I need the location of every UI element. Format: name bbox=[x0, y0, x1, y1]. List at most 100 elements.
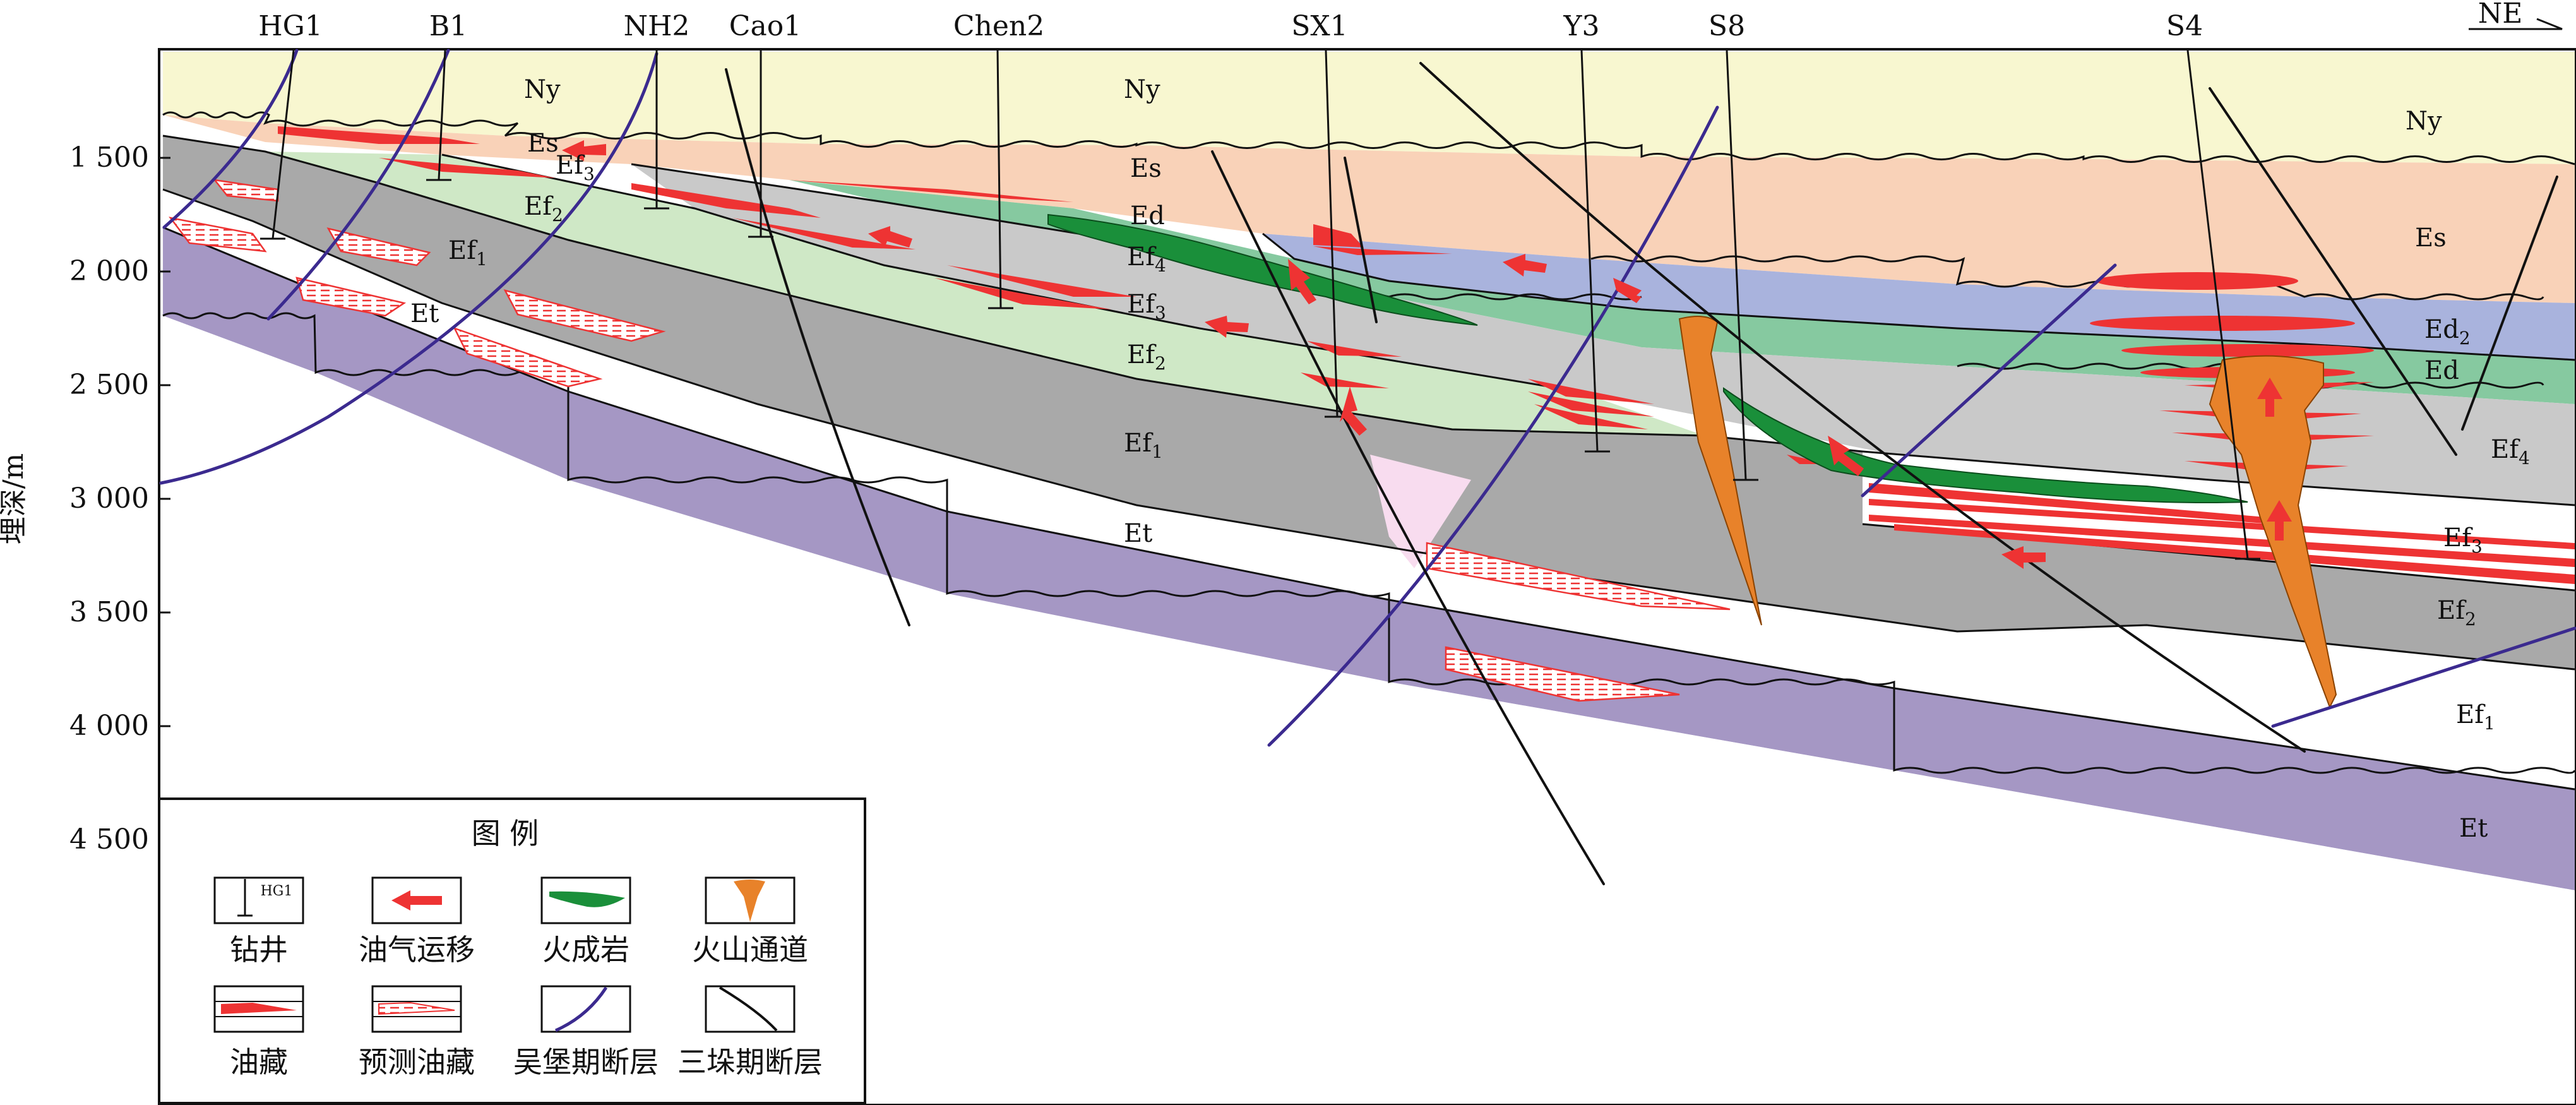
igneous-rock bbox=[1047, 213, 1478, 326]
legend-label: 预测油藏 bbox=[359, 1045, 475, 1079]
oil-reservoir bbox=[2096, 272, 2298, 290]
oil-reservoir bbox=[934, 278, 1111, 309]
sanduo-fault bbox=[1344, 157, 1378, 323]
oil-reservoir bbox=[631, 183, 821, 218]
igneous-icon bbox=[549, 891, 625, 907]
migration-arrow bbox=[562, 140, 606, 161]
layer-ef4 bbox=[631, 164, 2575, 505]
depth-label: 2 000 bbox=[69, 255, 149, 287]
predicted-reservoirs bbox=[169, 179, 1731, 702]
legend-swatch bbox=[540, 985, 631, 1033]
label-et: Et bbox=[410, 299, 439, 328]
depth-label: 3 000 bbox=[69, 482, 149, 515]
wubao-fault bbox=[162, 49, 299, 229]
migration-arrow bbox=[2257, 378, 2282, 417]
label-ed1: Ed bbox=[2424, 356, 2459, 385]
well-label-b1: B1 bbox=[429, 10, 467, 42]
legend-label: 三垛期断层 bbox=[677, 1045, 823, 1079]
sanduo-fault bbox=[2209, 87, 2457, 456]
volcanic-conduit bbox=[1678, 316, 1762, 626]
migration-arrow bbox=[1503, 254, 1547, 277]
well-chen2 bbox=[996, 50, 1002, 309]
predicted-reservoir bbox=[295, 277, 407, 317]
layer-ny bbox=[163, 52, 2575, 164]
depth-axis-title: 埋深/m bbox=[0, 453, 30, 545]
wubao-fault-icon bbox=[554, 986, 608, 1032]
reservoir-icon bbox=[221, 1003, 297, 1014]
sanduo-fault bbox=[1211, 150, 1605, 885]
legend-well: HG1 钻井 bbox=[213, 876, 304, 967]
migration-arrow bbox=[1205, 316, 1249, 338]
unconformity-es-base bbox=[1590, 255, 2544, 301]
layer-ef3 bbox=[265, 152, 1705, 436]
label-et: Et bbox=[2459, 814, 2488, 843]
faults bbox=[159, 49, 2576, 885]
direction-indicator: NE bbox=[2469, 0, 2563, 30]
sanduo-fault-icon bbox=[719, 986, 778, 1032]
layer-labels: Ny Ny Ny Es Es Es Ed Ed2 Ed Ef4 Ef4 Ef3 … bbox=[410, 75, 2530, 843]
well-s8 bbox=[1726, 50, 1747, 481]
legend: 图 例 HG1 钻井 油气运移 火成岩 火山通道 bbox=[158, 797, 866, 1104]
legend-well-sample: HG1 bbox=[261, 883, 293, 899]
ne-label: NE bbox=[2478, 0, 2523, 30]
label-es: Es bbox=[527, 129, 559, 158]
legend-label: 火成岩 bbox=[542, 933, 629, 967]
well-label-chen2: Chen2 bbox=[953, 10, 1044, 42]
legend-swatch bbox=[213, 876, 304, 924]
migration-arrow bbox=[1288, 259, 1316, 304]
layer-et bbox=[163, 227, 2575, 890]
legend-box bbox=[158, 797, 866, 1104]
label-ef1: Ef1 bbox=[2456, 700, 2495, 734]
label-es: Es bbox=[2415, 224, 2447, 253]
predicted-reservoir bbox=[1426, 542, 1731, 611]
well-sx1 bbox=[1325, 50, 1339, 417]
volcanic-conduits bbox=[1678, 316, 2337, 709]
label-ef3: Ef3 bbox=[2443, 523, 2483, 557]
migration-arrow bbox=[2267, 500, 2292, 541]
legend-label: 油气运移 bbox=[359, 933, 475, 967]
oil-reservoir bbox=[1534, 404, 1648, 429]
oil-reservoir bbox=[1313, 224, 1364, 248]
wubao-fault bbox=[2271, 626, 2576, 728]
oil-reservoir bbox=[1307, 341, 1402, 357]
sanduo-fault bbox=[725, 68, 910, 626]
migration-arrow bbox=[2001, 546, 2046, 569]
migration-arrow bbox=[1340, 386, 1367, 436]
label-ef3: Ef3 bbox=[556, 151, 595, 184]
well-s4 bbox=[2186, 50, 2249, 559]
migration-arrow bbox=[1828, 436, 1864, 476]
label-ef2: Ef2 bbox=[524, 192, 563, 225]
oil-reservoir bbox=[2121, 344, 2374, 357]
label-ef1: Ef1 bbox=[1124, 429, 1163, 462]
wubao-fault bbox=[266, 49, 450, 321]
oil-reservoir bbox=[947, 265, 1136, 297]
well-y3 bbox=[1580, 50, 1599, 452]
label-ef2: Ef2 bbox=[2437, 596, 2476, 630]
oil-reservoir bbox=[1869, 483, 2273, 524]
unconformity-et-base bbox=[162, 312, 2576, 774]
legend-label: 吴堡期断层 bbox=[513, 1045, 659, 1079]
unconformity-ny-base bbox=[162, 111, 2575, 165]
well-label-y3: Y3 bbox=[1563, 10, 1599, 42]
predicted-reservoir bbox=[1445, 646, 1680, 702]
oil-reservoir bbox=[1869, 499, 2575, 549]
oil-reservoir bbox=[732, 218, 915, 249]
legend-label: 钻井 bbox=[230, 933, 288, 967]
label-ny: Ny bbox=[524, 75, 561, 104]
boundary-ef1-top bbox=[162, 188, 2575, 671]
layer-es bbox=[163, 115, 2575, 303]
legend-sanduo: 三垛期断层 bbox=[677, 985, 823, 1079]
migration-arrow-icon bbox=[391, 890, 442, 911]
predicted-reservoir bbox=[503, 289, 666, 342]
well-labels: HG1 B1 NH2 Cao1 Chen2 SX1 Y3 S8 S4 bbox=[258, 10, 2203, 42]
label-ef4: Ef4 bbox=[2491, 435, 2530, 469]
well-label-nh2: NH2 bbox=[624, 10, 690, 42]
legend-label: 油藏 bbox=[230, 1045, 288, 1079]
oil-reservoir bbox=[379, 158, 556, 178]
predicted-icon bbox=[378, 1001, 455, 1015]
legend-igneous: 火成岩 bbox=[540, 876, 631, 967]
label-ef4: Ef4 bbox=[1127, 242, 1166, 276]
oil-reservoir bbox=[1313, 246, 1452, 255]
pink-wedge bbox=[1370, 455, 1471, 568]
